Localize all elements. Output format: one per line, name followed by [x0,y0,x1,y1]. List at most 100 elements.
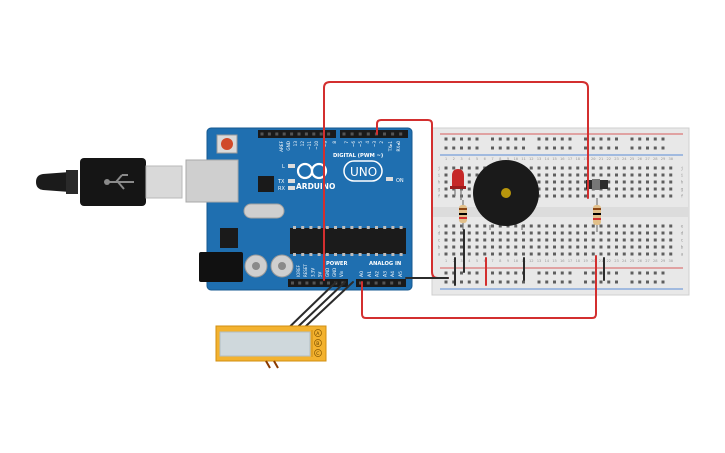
column-number: 12 [529,156,534,161]
sensor-module[interactable]: A B C [215,325,327,369]
pin-label: TX▸1 [388,141,393,153]
pin-label: A2 [375,271,381,277]
power-label: POWER [326,261,347,267]
pin-label: GND [325,268,330,277]
column-number: 6 [484,156,487,161]
row-letter: f [681,194,684,200]
column-number: 18 [575,258,580,263]
column-number: 26 [637,258,642,263]
column-number: 27 [645,258,650,263]
tx-led [288,179,295,183]
power-jack [199,252,243,282]
column-number: 13 [537,258,542,263]
pin-label: 5V [318,271,323,277]
column-number: 4 [468,156,471,161]
l-led [288,164,295,168]
column-number: 10 [513,156,518,161]
usb-jack [185,159,239,203]
column-number: 7 [491,156,493,161]
pin-label: RX◂0 [396,141,401,152]
pin-label: ~9 [323,141,328,148]
model-text: UNO [350,165,377,179]
column-number: 14 [544,156,549,161]
red-wire [323,81,589,281]
column-number: 28 [653,156,658,161]
pin-label: A3 [382,271,388,277]
column-number: 16 [560,156,565,161]
column-number: 23 [614,156,619,161]
pin-label-a: A [316,331,320,337]
row-letter: i [438,173,441,179]
column-number: 12 [529,258,534,263]
pin-label: RESET [303,264,308,277]
pin-label: 12 [300,141,305,147]
column-number: 2 [453,258,455,263]
crystal [243,203,285,219]
tx-label: TX [277,179,285,185]
column-number: 8 [499,258,502,263]
column-number: 25 [630,258,635,263]
pin-label: A5 [398,271,404,277]
row-letter: b [438,245,441,251]
pin-label: ~11 [307,141,312,150]
column-number: 5 [476,156,478,161]
column-number: 19 [583,156,588,161]
power-header [288,279,348,287]
on-label: ON [396,178,404,184]
column-number: 11 [521,156,526,161]
digital-header-right [340,130,408,138]
pin-label: A4 [390,271,396,277]
column-number: 19 [583,258,588,263]
row-letter: d [681,231,684,237]
column-number: 10 [513,258,518,263]
column-number: 26 [637,156,642,161]
row-letter: g [438,188,441,193]
on-led [386,177,393,181]
row-letter: i [681,173,684,179]
column-number: 15 [552,156,557,161]
row-letter: h [438,180,441,186]
pin-label: A0 [359,271,365,277]
row-letter: j [438,166,441,172]
column-number: 1 [445,156,448,161]
column-number: 14 [544,258,549,263]
breadboard[interactable]: 1122334455667788991010111112121313141415… [431,127,690,296]
pin-label: ~6 [351,141,356,148]
pin-label: 13 [293,141,298,147]
column-number: 30 [668,156,673,161]
column-number: 22 [606,258,611,263]
row-letter: e [681,225,684,230]
column-number: 24 [622,258,627,263]
column-number: 29 [661,156,666,161]
pin-label: 8 [332,141,337,144]
column-number: 5 [476,258,478,263]
red-led[interactable] [450,169,466,200]
column-number: 9 [507,156,510,161]
column-number: 20 [591,156,596,161]
arduino-logo: ARDUINO UNO [296,160,383,191]
red-wire [376,119,449,279]
row-letter: c [681,239,684,244]
row-letter: a [438,253,441,258]
column-number: 21 [599,156,604,161]
pin-label: GND [332,268,337,277]
column-number: 29 [661,258,666,263]
column-number: 4 [468,258,471,263]
resistor[interactable] [593,198,601,232]
pin-label: 2 [379,141,384,144]
voltage-regulator [220,228,238,248]
column-number: 1 [445,258,448,263]
atmega-chip [290,226,406,256]
column-number: 8 [499,156,502,161]
pin-label: AREF [279,140,284,151]
column-number: 20 [591,258,596,263]
column-number: 22 [606,156,611,161]
piezo-buzzer[interactable] [473,160,539,230]
pin-label: ~10 [314,141,319,150]
slide-switch[interactable] [586,179,608,190]
digital-header-left [258,130,336,138]
resistor[interactable] [459,200,467,230]
row-letter: g [681,188,684,193]
row-letter: f [438,194,441,200]
